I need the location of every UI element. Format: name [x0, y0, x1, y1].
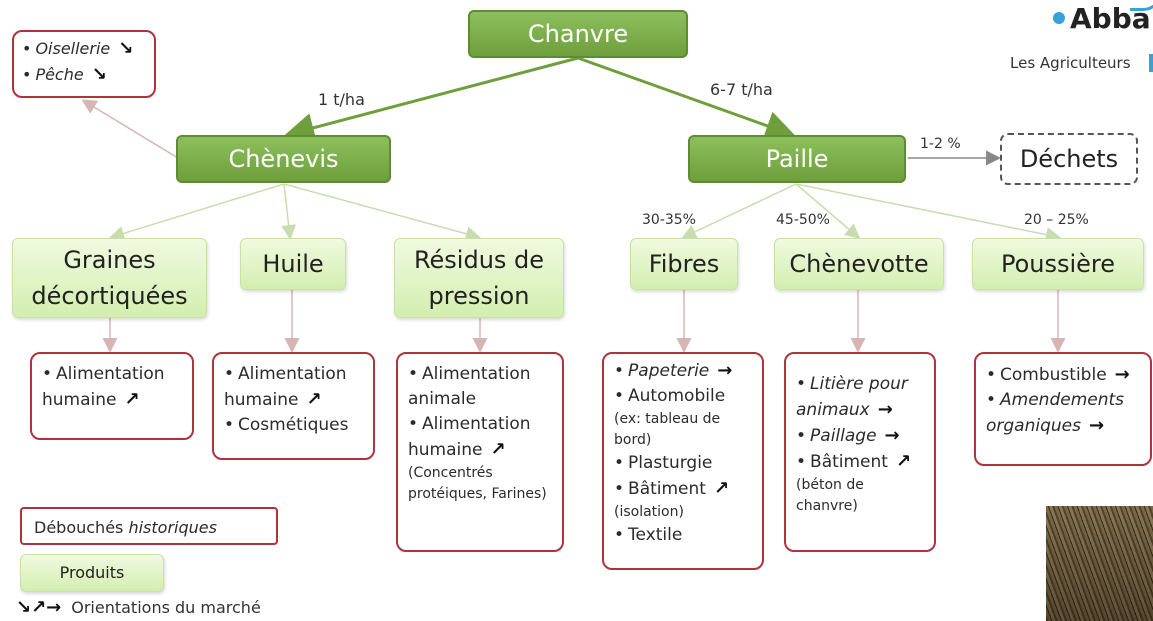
node-chanvre: Chanvre: [468, 10, 688, 58]
edge-chenevis-graines: [109, 183, 285, 241]
market-item: •Alimentation humaine↗: [42, 364, 165, 410]
share-chenevotte: 45-50%: [776, 212, 830, 228]
trend-down-icon: ↘: [118, 38, 134, 59]
edge-paille-poussiere: [795, 183, 1061, 242]
legend-orientations: ↘↗→Orientations du marché: [16, 597, 261, 618]
node-graines: Graines décortiquées: [12, 238, 207, 318]
logo-dot-icon: [1053, 12, 1065, 24]
trend-up-icon: ↗: [490, 439, 506, 460]
edge-chanvre-paille: [577, 56, 796, 141]
historic-item: •Pêche↘: [22, 62, 146, 88]
market-item: •Cosmétiques: [224, 415, 349, 435]
market-item: •Papeterie→: [614, 360, 733, 381]
trend-flat-icon: →: [884, 425, 900, 446]
market-graines: •Alimentation humaine↗: [30, 352, 194, 440]
hemp-straw-photo: [1046, 506, 1153, 621]
trend-up-icon: ↗: [124, 389, 140, 410]
node-huile: Huile: [240, 238, 346, 290]
market-item: •Alimentation humaine↗ (Concentrés proté…: [408, 412, 554, 505]
node-chanvre-label: Chanvre: [527, 20, 629, 48]
market-item: •Alimentation humaine↗: [224, 364, 347, 410]
market-note: (ex: tableau de bord): [614, 411, 721, 448]
trend-up-icon: ↗: [306, 389, 322, 410]
node-chenevis: Chènevis: [176, 135, 391, 183]
market-item: •Paillage→: [796, 425, 900, 446]
market-note: (isolation): [614, 504, 684, 520]
node-fibres: Fibres: [630, 238, 738, 290]
edge-chenevis-historic: [81, 99, 179, 159]
market-item: •Bâtiment↗ (béton de chanvre): [796, 449, 926, 517]
yield-chenevis: 1 t/ha: [318, 90, 365, 109]
node-dechets: Déchets: [1000, 133, 1138, 185]
share-fibres: 30-35%: [642, 212, 696, 228]
node-dechets-label: Déchets: [1019, 145, 1119, 173]
node-residus: Résidus de pression: [394, 238, 564, 318]
market-item: •Litière pour animaux→: [796, 374, 908, 420]
trend-flat-icon: →: [1088, 415, 1105, 436]
trend-up-icon: ↗: [895, 451, 912, 472]
edge-chenevis-residus: [283, 183, 481, 242]
market-item: •Textile: [614, 525, 683, 545]
legend-historic: Débouchés historiques: [20, 507, 278, 545]
node-chenevis-label: Chènevis: [228, 145, 339, 173]
edge-chanvre-chenevis: [284, 56, 579, 143]
trend-down-icon: ↘: [91, 64, 107, 85]
logo-bar: [1149, 54, 1153, 72]
market-item: •Automobile (ex: tableau de bord): [614, 384, 754, 451]
legend-products: Produits: [20, 554, 164, 592]
logo-name: Abba: [1070, 2, 1151, 35]
edge-paille-fibres: [681, 183, 797, 239]
historic-item: •Oisellerie↘: [22, 36, 146, 62]
node-paille: Paille: [688, 135, 906, 183]
market-residus: •Alimentation animale •Alimentation huma…: [396, 352, 564, 552]
node-paille-label: Paille: [765, 145, 829, 173]
trend-up-icon: ↗: [713, 478, 730, 499]
market-huile: •Alimentation humaine↗ •Cosmétiques: [212, 352, 375, 460]
trend-flat-icon: →: [1114, 364, 1130, 385]
historic-box: •Oisellerie↘ •Pêche↘: [12, 30, 156, 98]
market-item: •Bâtiment↗ (isolation): [614, 476, 754, 523]
share-poussiere: 20 – 25%: [1024, 212, 1089, 228]
trend-arrows-icon: ↘↗→: [16, 597, 62, 618]
trend-flat-icon: →: [717, 360, 733, 381]
market-note: (Concentrés protéiques, Farines): [408, 465, 547, 502]
market-poussiere: •Combustible→ •Amendements organiques→: [974, 352, 1152, 466]
market-item: •Plasturgie: [614, 453, 713, 473]
node-chenevotte: Chènevotte: [774, 238, 944, 290]
waste-share: 1-2 %: [920, 136, 961, 152]
market-item: •Alimentation animale: [408, 364, 531, 409]
node-poussiere: Poussière: [972, 238, 1144, 290]
market-chenevotte: •Litière pour animaux→ •Paillage→ •Bâtim…: [784, 352, 936, 552]
market-note: (béton de chanvre): [796, 477, 864, 514]
trend-flat-icon: →: [877, 399, 893, 420]
edge-paille-chenevotte: [795, 183, 861, 239]
yield-paille: 6-7 t/ha: [710, 80, 773, 99]
logo-subtitle: Les Agriculteurs: [1010, 54, 1131, 72]
market-item: •Amendements organiques→: [986, 390, 1125, 436]
logo-arc: [1130, 0, 1153, 11]
edge-chenevis-huile: [281, 183, 297, 240]
market-fibres: •Papeterie→ •Automobile (ex: tableau de …: [602, 352, 764, 570]
market-item: •Combustible→: [986, 364, 1130, 385]
